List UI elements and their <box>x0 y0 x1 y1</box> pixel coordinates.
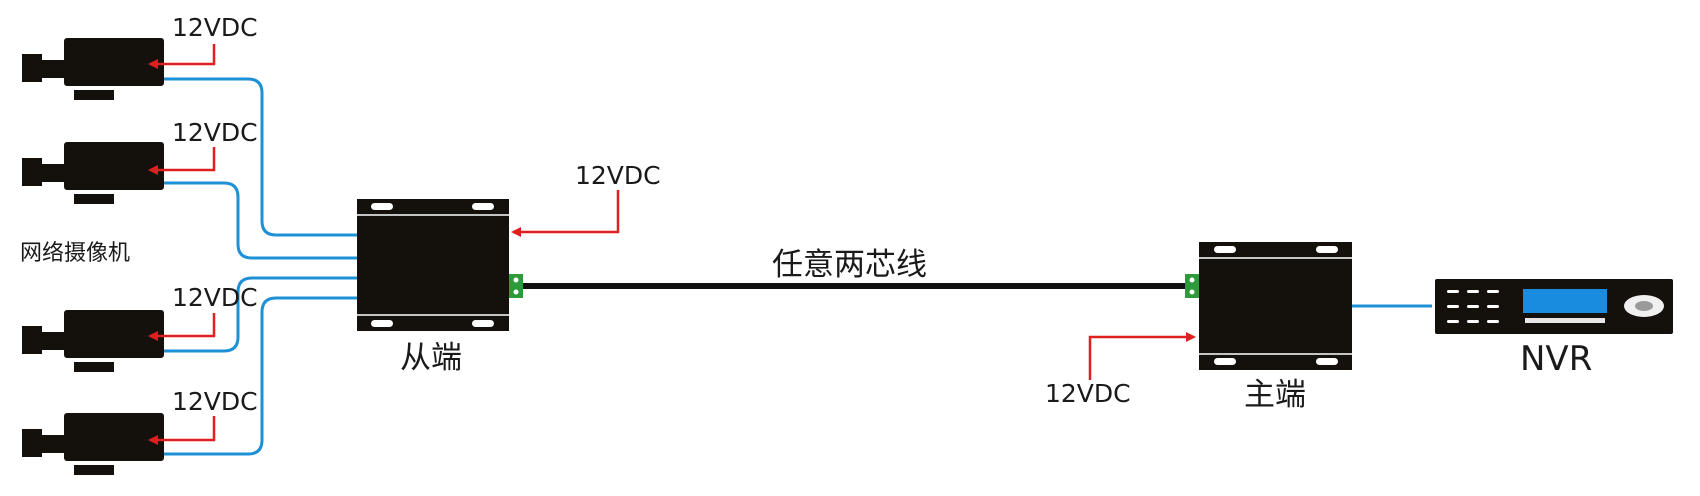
camera-4 <box>22 413 164 475</box>
power-arrow <box>1088 332 1196 380</box>
master-label: 主端 <box>1244 377 1306 413</box>
master-unit: 主端 <box>1185 242 1352 413</box>
camera-1 <box>22 38 164 100</box>
coax-cable-4 <box>142 296 357 456</box>
camera-icon <box>22 38 164 100</box>
power-arrow <box>148 44 216 69</box>
power-arrow <box>511 190 620 237</box>
slave-power: 12VDC <box>511 161 661 237</box>
slave-label: 从端 <box>400 340 462 376</box>
power-label: 12VDC <box>172 13 258 42</box>
camera-power-4: 12VDC <box>148 387 258 445</box>
cameras-label: 网络摄像机 <box>20 241 130 266</box>
coax-cable-1 <box>142 77 357 237</box>
nvr: NVR <box>1435 279 1673 379</box>
nvr-icon <box>1435 279 1673 334</box>
camera-power-1: 12VDC <box>148 13 258 69</box>
power-arrow <box>148 147 216 175</box>
camera-icon <box>22 142 164 204</box>
power-label: 12VDC <box>172 283 258 312</box>
master-power: 12VDC <box>1045 332 1196 408</box>
power-arrow <box>148 313 216 341</box>
master-unit-icon <box>1199 242 1352 370</box>
camera-icon <box>22 310 164 372</box>
coax-cables <box>142 77 1432 456</box>
camera-power-2: 12VDC <box>148 118 258 175</box>
cable-label: 任意两芯线 <box>772 247 927 283</box>
camera-power-3: 12VDC <box>148 283 258 341</box>
terminal-block-icon <box>1185 274 1199 298</box>
terminal-block-icon <box>509 274 523 298</box>
power-label: 12VDC <box>1045 379 1131 408</box>
coax-cable-3 <box>142 276 357 353</box>
slave-unit: 从端 <box>357 199 523 376</box>
coax-cable-2 <box>142 181 357 260</box>
slave-unit-icon <box>357 199 509 331</box>
nvr-label: NVR <box>1520 339 1592 379</box>
power-label: 12VDC <box>575 161 661 190</box>
camera-2 <box>22 142 164 204</box>
power-label: 12VDC <box>172 118 258 147</box>
power-label: 12VDC <box>172 387 258 416</box>
power-arrow <box>148 416 216 445</box>
camera-3 <box>22 310 164 372</box>
camera-icon <box>22 413 164 475</box>
